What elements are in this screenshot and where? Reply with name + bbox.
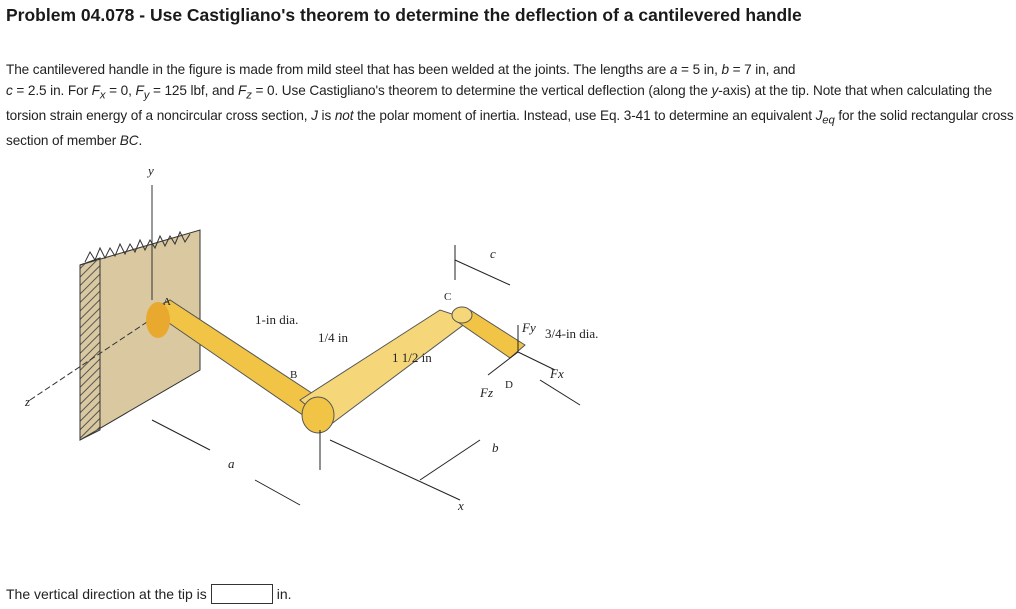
svg-text:1-in dia.: 1-in dia.	[255, 312, 298, 327]
svg-text:D: D	[505, 379, 513, 391]
svg-text:y: y	[146, 163, 154, 178]
svg-text:B: B	[290, 369, 297, 381]
svg-text:z: z	[24, 394, 30, 409]
svg-text:Fx: Fx	[549, 366, 564, 381]
svg-text:Fy: Fy	[521, 320, 536, 335]
problem-title: Problem 04.078 - Use Castigliano's theor…	[6, 5, 802, 25]
svg-text:1 1/2 in: 1 1/2 in	[392, 350, 432, 365]
rod-cd	[451, 306, 526, 359]
plate-bc	[299, 309, 472, 434]
wall	[79, 229, 201, 441]
svg-text:C: C	[444, 291, 451, 303]
problem-statement: The cantilevered handle in the figure is…	[6, 62, 1014, 148]
answer-prompt: The vertical direction at the tip is	[6, 586, 207, 602]
cantilever-handle-figure: y A 1-in dia. 1/4 in B C c 1 1/2 in Fy 3…	[24, 163, 598, 513]
svg-text:3/4-in dia.: 3/4-in dia.	[545, 326, 598, 341]
deflection-input[interactable]	[210, 584, 273, 604]
answer-row: The vertical direction at the tip is in.	[6, 584, 292, 604]
svg-text:Fz: Fz	[479, 385, 493, 400]
svg-text:a: a	[228, 456, 235, 471]
svg-text:x: x	[457, 498, 464, 513]
svg-text:1/4 in: 1/4 in	[318, 330, 348, 345]
unit-label: in.	[276, 586, 292, 602]
svg-text:b: b	[492, 440, 499, 455]
svg-text:c: c	[490, 246, 496, 261]
svg-text:A: A	[163, 296, 171, 308]
